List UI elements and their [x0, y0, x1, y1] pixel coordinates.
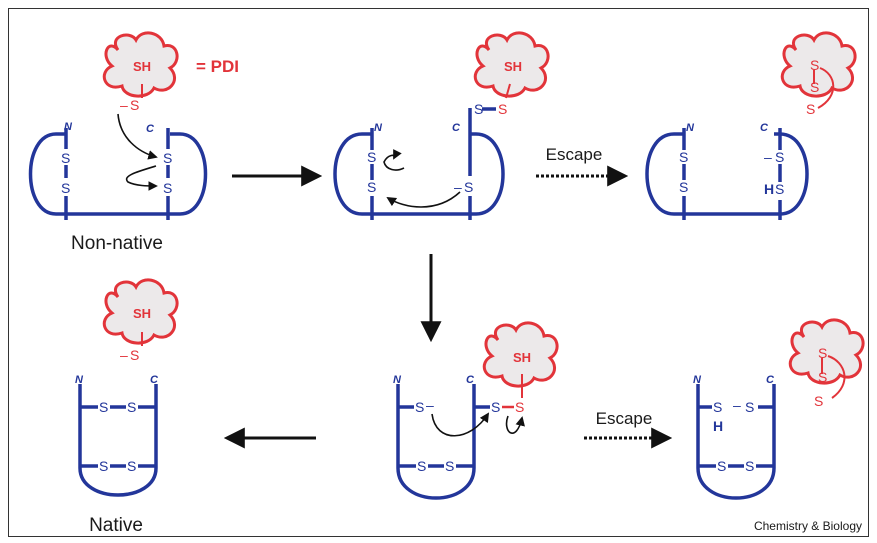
attack-arrow: [117, 113, 158, 160]
thiolate-charge: –: [120, 97, 128, 113]
cys-s: S: [474, 101, 483, 117]
proton-h: H: [764, 181, 774, 197]
cys-s: S: [417, 458, 426, 474]
pdi-s: S: [818, 345, 827, 361]
non-native-protein: [28, 128, 208, 220]
attack-arrow: [386, 191, 461, 208]
n-terminus-label: N: [686, 122, 695, 134]
cys-s: S: [99, 399, 108, 415]
escape-label-top: Escape: [546, 145, 603, 164]
cys-s: S: [163, 150, 172, 166]
n-terminus-label: N: [374, 122, 383, 134]
c-terminus-label: C: [146, 123, 155, 135]
oxidized-pdi-cloud-top: [780, 31, 857, 109]
pdi-equals-label: = PDI: [196, 57, 239, 76]
cys-s: S: [61, 180, 70, 196]
pdi-sh-label: SH: [504, 59, 522, 74]
thiolate-charge: –: [120, 347, 128, 363]
cys-s: S: [679, 179, 688, 195]
n-terminus-label: N: [393, 374, 402, 386]
reduced-pdi-cloud: [102, 278, 179, 346]
intermediate-protein: [396, 384, 490, 500]
cys-s: S: [127, 458, 136, 474]
pdi-sh-label: SH: [133, 306, 151, 321]
c-terminus-label: C: [452, 122, 461, 134]
c-terminus-label: C: [760, 122, 769, 134]
pdi-s: S: [810, 57, 819, 73]
thiolate-charge: –: [764, 149, 772, 165]
cys-s: S: [445, 458, 454, 474]
cys-s: S: [491, 399, 500, 415]
pdi-s: S: [498, 101, 507, 117]
cys-s: S: [99, 458, 108, 474]
cys-s: S: [775, 149, 784, 165]
cys-s: S: [679, 149, 688, 165]
c-terminus-label: C: [466, 374, 475, 386]
cys-s: S: [61, 150, 70, 166]
native-protein: [78, 384, 158, 497]
n-terminus-label: N: [64, 121, 73, 133]
pdi-sh-label: SH: [133, 59, 151, 74]
pdi-s: S: [810, 79, 819, 95]
cys-s: S: [464, 179, 473, 195]
thiolate-charge: –: [426, 397, 434, 413]
pdi-s: S: [806, 101, 815, 117]
figure-frame: [8, 8, 869, 537]
pdi-thiolate-s: S: [130, 347, 139, 363]
thiolate-charge: –: [733, 397, 741, 413]
pdi-s: S: [818, 369, 827, 385]
mixed-disulfide-cloud: SH: [473, 31, 550, 99]
cys-s: S: [745, 399, 754, 415]
pdi-s: S: [814, 393, 823, 409]
pdi-s: S: [515, 399, 524, 415]
transfer-arrow: [125, 165, 158, 191]
cys-s: S: [713, 399, 722, 415]
cys-s: S: [415, 399, 424, 415]
thiolate-charge: –: [454, 179, 462, 195]
non-native-label: Non-native: [71, 233, 163, 254]
attack-arrow: [431, 412, 490, 437]
mixed-disulfide-cloud-bottom: [482, 321, 559, 398]
escaped-protein-top: [645, 128, 809, 220]
pdi-legend: SH = PDI – S: [102, 31, 239, 113]
journal-credit: Chemistry & Biology: [754, 519, 862, 533]
pdi-sh-label: SH: [513, 350, 531, 365]
cys-s: S: [775, 181, 784, 197]
oxidized-pdi-cloud-bottom: [788, 318, 865, 399]
cys-s: S: [367, 179, 376, 195]
n-terminus-label: N: [75, 374, 84, 386]
cys-s: S: [163, 180, 172, 196]
n-terminus-label: N: [693, 374, 702, 386]
native-label: Native: [89, 515, 143, 536]
c-terminus-label: C: [150, 374, 159, 386]
pdi-thiolate-s: S: [130, 97, 139, 113]
mixed-disulfide-protein: [333, 107, 505, 220]
cys-s: S: [127, 399, 136, 415]
c-terminus-label: C: [766, 374, 775, 386]
cys-s: S: [717, 458, 726, 474]
escaped-protein-bottom: [696, 384, 776, 500]
release-arrow: [505, 415, 525, 434]
proton-h: H: [713, 418, 723, 434]
cys-s: S: [745, 458, 754, 474]
escape-label-bottom: Escape: [596, 409, 653, 428]
cys-s: S: [367, 149, 376, 165]
rearrange-arrow: [383, 148, 405, 171]
